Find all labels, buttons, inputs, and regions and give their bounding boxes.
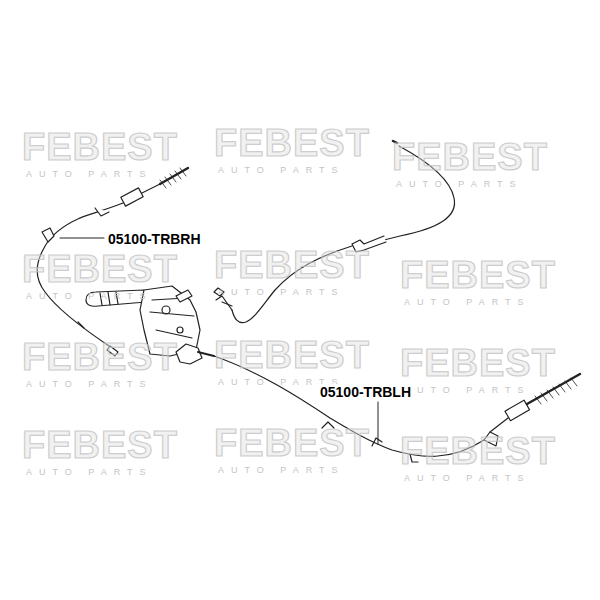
watermark-logo: FEBEST — [392, 138, 548, 176]
watermark-logo: FEBEST — [22, 250, 178, 288]
watermark-logo: FEBEST — [214, 124, 370, 162]
part-number: 05100-TRBRH — [106, 231, 203, 247]
watermark-subtitle: AUTO PARTS — [396, 180, 523, 189]
watermark-logo: FEBEST — [214, 424, 370, 462]
watermark-subtitle: AUTO PARTS — [26, 170, 153, 179]
watermark-subtitle: AUTO PARTS — [26, 380, 153, 389]
watermark-logo: FEBEST — [22, 338, 178, 376]
watermark-logo: FEBEST — [214, 336, 370, 374]
watermark-subtitle: AUTO PARTS — [404, 298, 531, 307]
part-number: 05100-TRBLH — [318, 384, 413, 400]
watermark-subtitle: AUTO PARTS — [26, 468, 153, 477]
watermark-subtitle: AUTO PARTS — [404, 474, 531, 483]
watermark-logo: FEBEST — [400, 256, 556, 294]
watermark-subtitle: AUTO PARTS — [26, 292, 153, 301]
watermark-logo: FEBEST — [22, 426, 178, 464]
watermark-logo: FEBEST — [400, 432, 556, 470]
watermark-subtitle: AUTO PARTS — [218, 288, 345, 297]
watermark-logo: FEBEST — [22, 128, 178, 166]
watermark-subtitle: AUTO PARTS — [404, 386, 531, 395]
watermark-subtitle: AUTO PARTS — [218, 466, 345, 475]
watermark-subtitle: AUTO PARTS — [218, 166, 345, 175]
watermark-logo: FEBEST — [214, 246, 370, 284]
watermark-logo: FEBEST — [400, 344, 556, 382]
